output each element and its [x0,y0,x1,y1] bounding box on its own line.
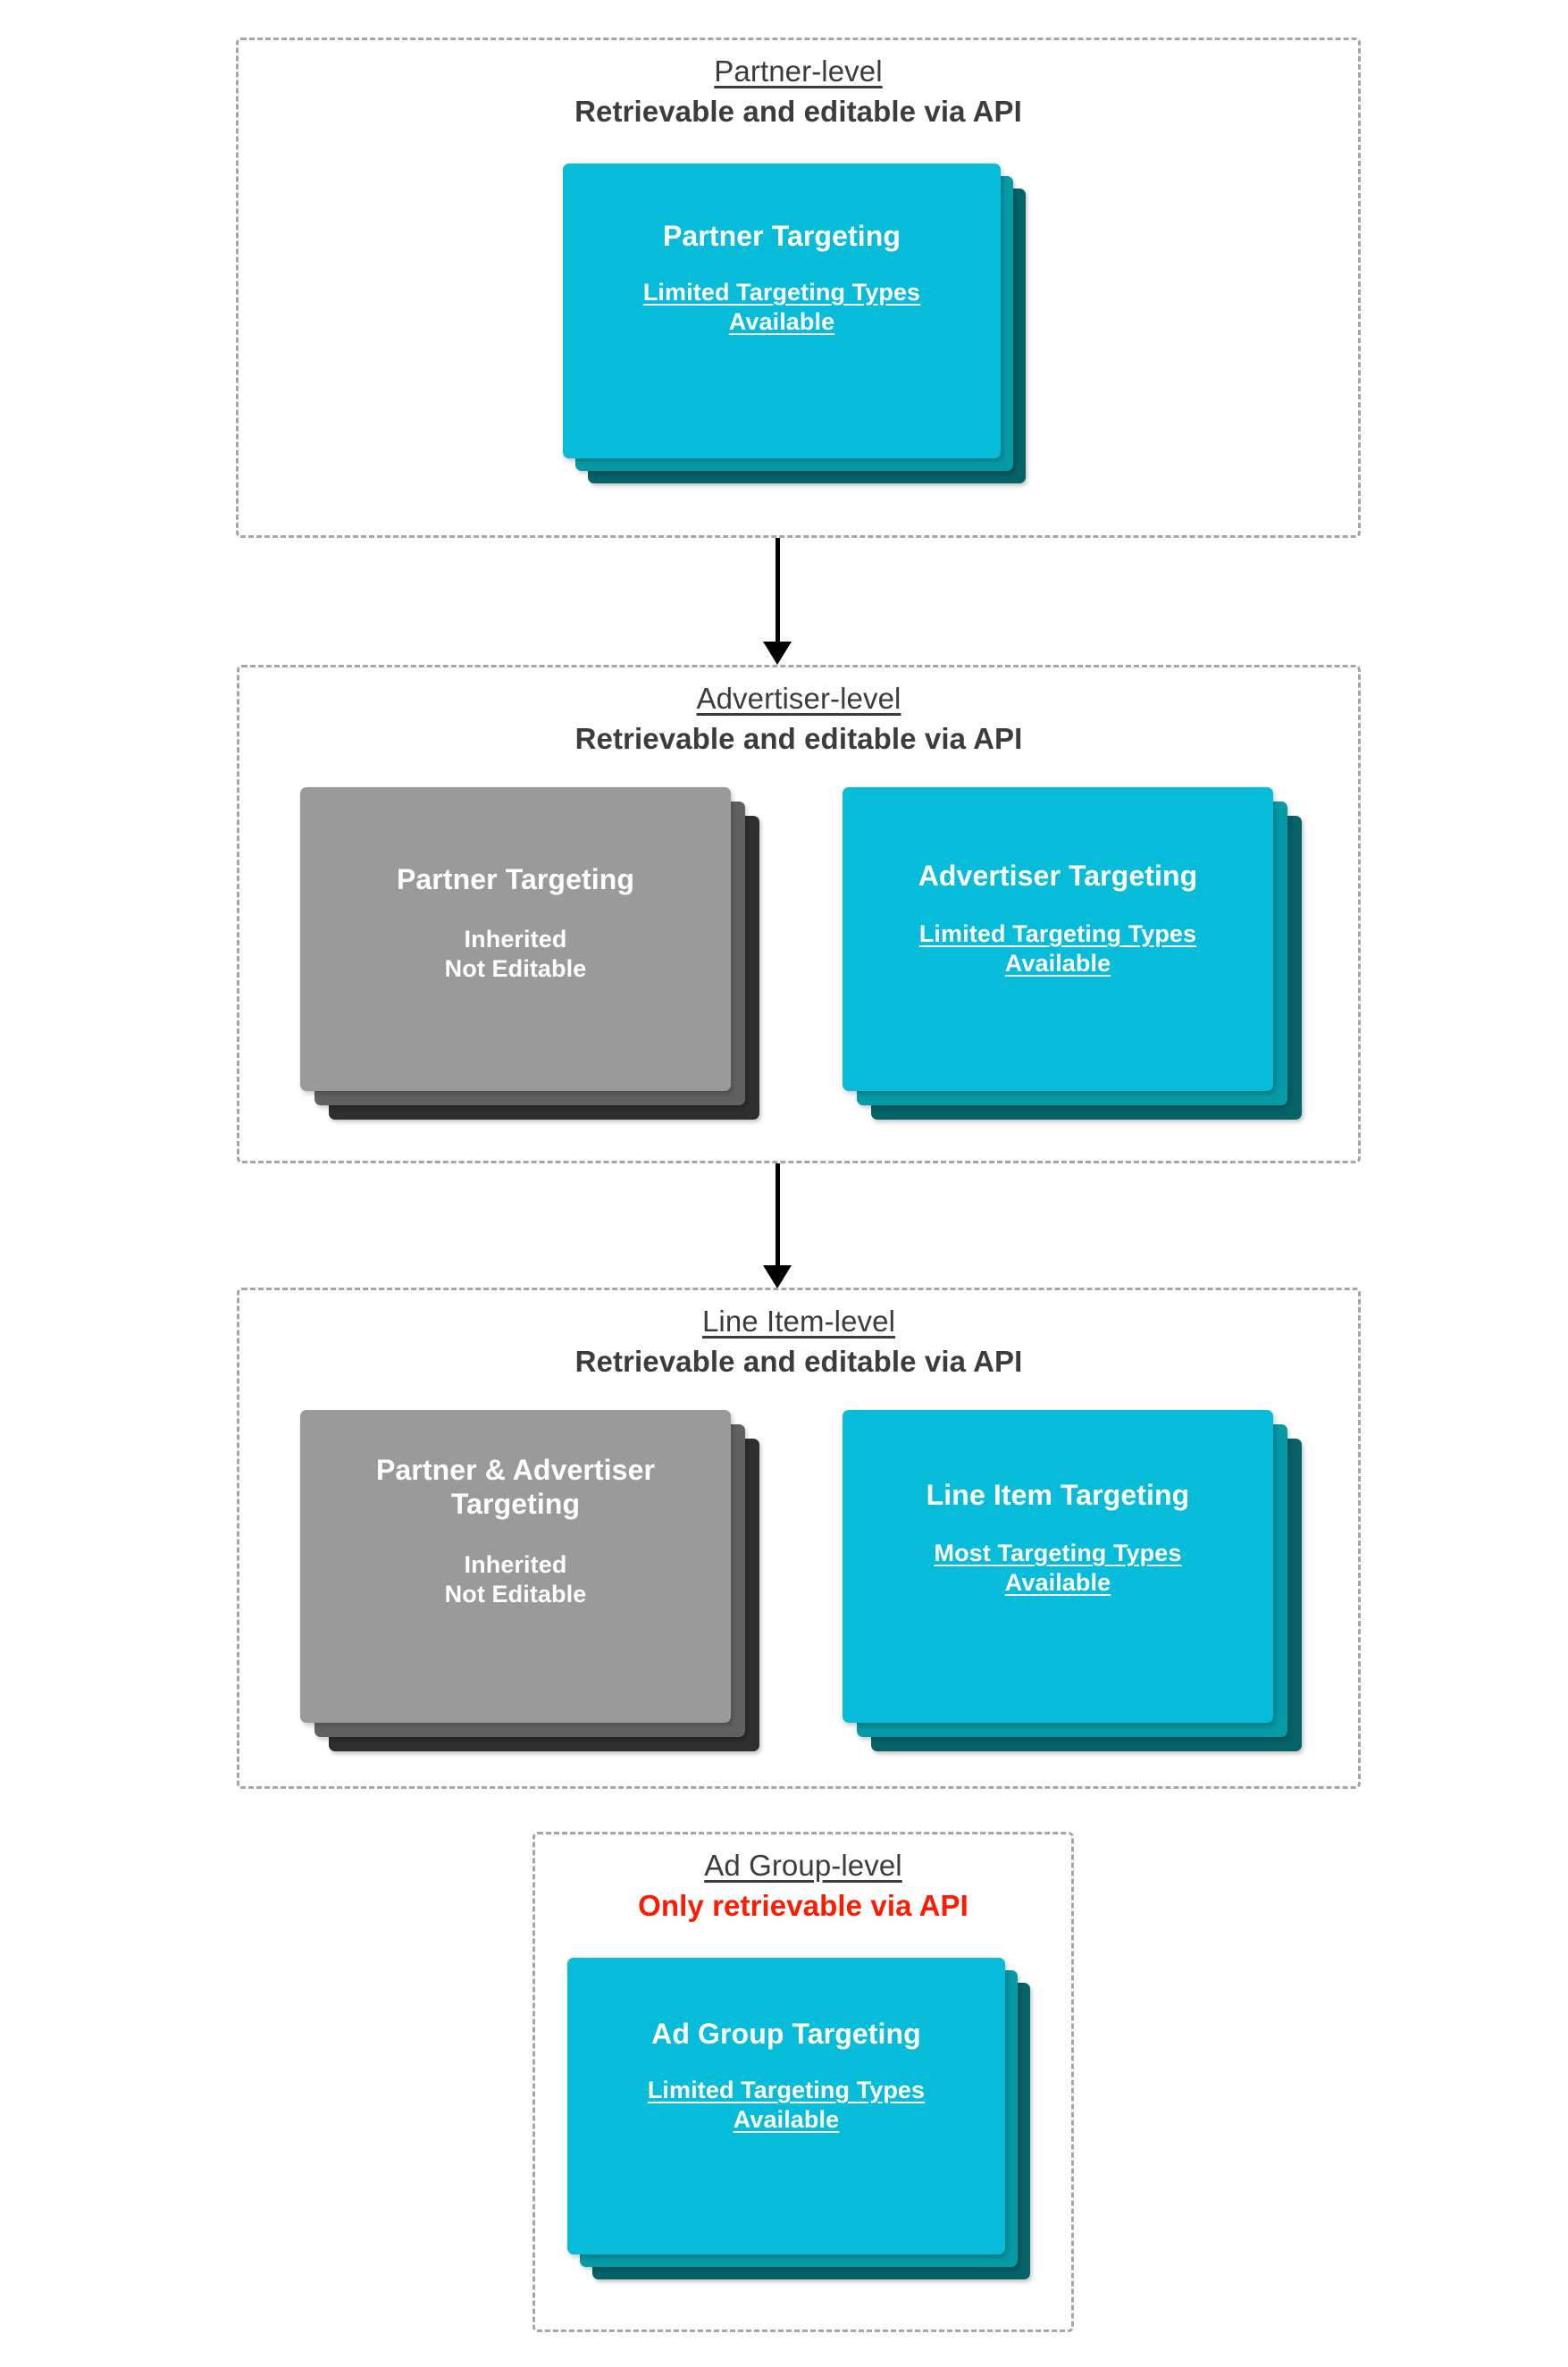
arrow-head-icon [763,1265,792,1288]
panel-ad-group-level: Ad Group-level Only retrievable via API … [532,1832,1074,2332]
card-partner-targeting[interactable]: Partner Targeting Limited Targeting Type… [563,164,1001,458]
level-api-note: Only retrievable via API [638,1888,968,1922]
level-title: Ad Group-level [704,1849,902,1882]
panel-partner-level: Partner-level Retrievable and editable v… [236,38,1361,538]
panel-ad-group-level-heading: Ad Group-level Only retrievable via API [535,1849,1071,1924]
card-title: Partner & Advertiser Targeting [375,1454,656,1521]
card-note-line-2: Available [728,308,835,336]
card-note-line-2: Not Editable [444,1580,587,1607]
panel-line-item-level: Line Item-level Retrievable and editable… [237,1288,1361,1789]
card-title: Partner Targeting [396,863,635,895]
card-stack-inherited-partner-targeting[interactable]: Partner Targeting Inherited Not Editable [300,787,783,1127]
card-title: Line Item Targeting [926,1479,1190,1511]
level-api-note: Retrievable and editable via API [574,721,1023,755]
arrow-shaft [776,538,780,643]
card-note-line-2: Available [1004,1569,1111,1597]
level-api-note: Retrievable and editable via API [574,1344,1023,1378]
arrow-shaft [776,1163,780,1267]
card-note-line-1: Limited Targeting Types [647,2077,926,2104]
panel-line-item-level-heading: Line Item-level Retrievable and editable… [239,1305,1358,1380]
card-stack-advertiser-targeting[interactable]: Advertiser Targeting Limited Targeting T… [843,787,1325,1127]
card-note-line-2: Available [733,2106,840,2134]
level-title: Line Item-level [701,1305,896,1338]
card-note-line-1: Most Targeting Types [934,1540,1182,1567]
connector-partner-to-advertiser [761,538,793,665]
level-title: Advertiser-level [696,682,901,715]
card-title: Advertiser Targeting [918,860,1198,892]
card-title: Ad Group Targeting [651,2018,921,2050]
card-stack-ad-group-targeting[interactable]: Ad Group Targeting Limited Targeting Typ… [567,1958,1054,2293]
arrow-head-icon [763,642,792,665]
card-advertiser-targeting[interactable]: Advertiser Targeting Limited Targeting T… [843,787,1273,1091]
level-api-note: Retrievable and editable via API [574,94,1022,128]
card-stack-partner-targeting[interactable]: Partner Targeting Limited Targeting Type… [563,164,1045,494]
card-note-line-2: Available [1004,950,1111,978]
level-title: Partner-level [714,55,883,88]
card-inherited-partner-advertiser-targeting[interactable]: Partner & Advertiser Targeting Inherited… [300,1410,731,1723]
card-note-line-1: Inherited [464,1550,567,1578]
card-ad-group-targeting[interactable]: Ad Group Targeting Limited Targeting Typ… [567,1958,1005,2254]
card-note-line-1: Inherited [464,926,567,953]
card-title: Partner Targeting [662,220,901,252]
card-note-line-2: Not Editable [444,955,587,983]
card-note-line-1: Limited Targeting Types [918,920,1197,948]
card-stack-inherited-partner-advertiser-targeting[interactable]: Partner & Advertiser Targeting Inherited… [300,1410,783,1758]
card-inherited-partner-targeting[interactable]: Partner Targeting Inherited Not Editable [300,787,731,1091]
panel-partner-level-heading: Partner-level Retrievable and editable v… [239,55,1358,130]
card-note-line-1: Limited Targeting Types [642,279,921,306]
card-stack-line-item-targeting[interactable]: Line Item Targeting Most Targeting Types… [843,1410,1325,1758]
panel-advertiser-level: Advertiser-level Retrievable and editabl… [237,665,1361,1163]
card-line-item-targeting[interactable]: Line Item Targeting Most Targeting Types… [843,1410,1273,1723]
panel-advertiser-level-heading: Advertiser-level Retrievable and editabl… [239,682,1358,757]
connector-advertiser-to-line-item [761,1163,793,1288]
